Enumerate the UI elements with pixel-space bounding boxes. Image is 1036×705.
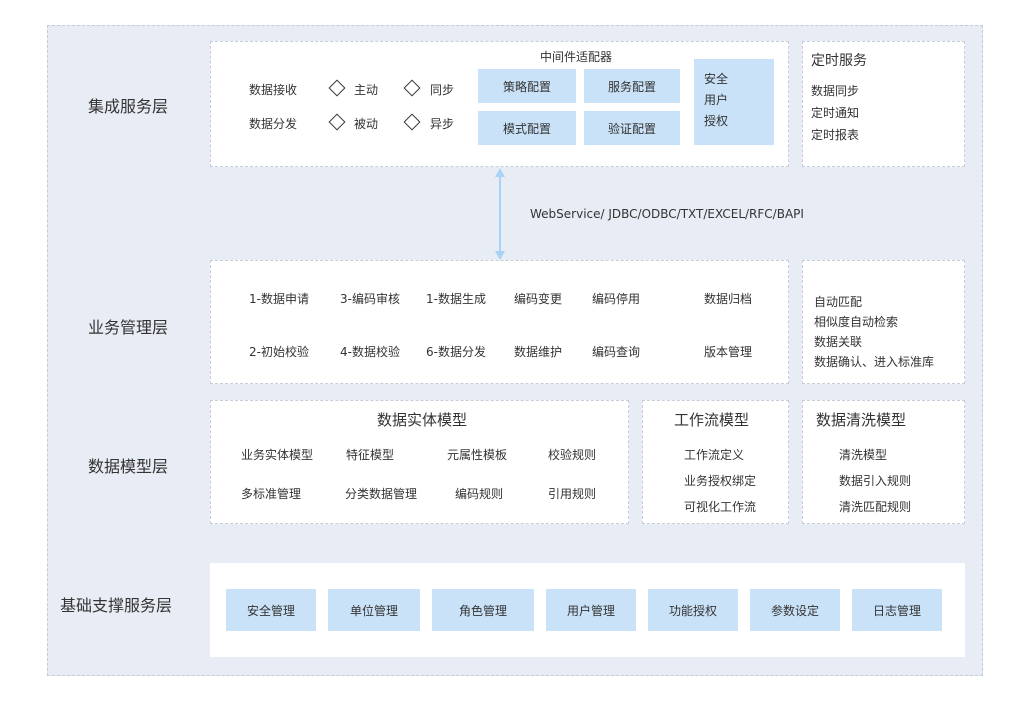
foundation-item: 安全管理	[226, 589, 316, 631]
async-label: 异步	[430, 117, 455, 131]
workflow-item: 可视化工作流	[684, 500, 757, 514]
timer-item: 定时通知	[811, 106, 860, 120]
entity-item: 特征模型	[346, 448, 395, 462]
business-item: 数据维护	[514, 345, 563, 359]
cleansing-item: 清洗模型	[839, 448, 888, 462]
timer-service-panel	[802, 41, 965, 167]
policy-config-box: 策略配置	[478, 69, 576, 103]
workflow-model-panel	[642, 400, 789, 524]
entity-item: 分类数据管理	[345, 487, 418, 501]
timer-service-title: 定时服务	[811, 53, 867, 69]
entity-item: 编码规则	[455, 487, 504, 501]
entity-item: 元属性模板	[447, 448, 508, 462]
entity-item: 校验规则	[548, 448, 597, 462]
foundation-item: 日志管理	[852, 589, 942, 631]
data-matching-panel	[802, 260, 965, 384]
entity-model-title: 数据实体模型	[377, 411, 468, 429]
cleansing-item: 清洗匹配规则	[839, 500, 912, 514]
matching-item: 数据确认、进入标准库	[814, 355, 935, 369]
foundation-item: 功能授权	[648, 589, 738, 631]
passive-label: 被动	[354, 117, 379, 131]
entity-item: 多标准管理	[241, 487, 302, 501]
foundation-item: 角色管理	[432, 589, 534, 631]
security-box: 安全 用户 授权	[694, 59, 774, 145]
protocol-label: WebService/ JDBC/ODBC/TXT/EXCEL/RFC/BAPI	[530, 207, 804, 221]
business-item: 编码查询	[592, 345, 641, 359]
layer-label-business: 业务管理层	[88, 318, 169, 337]
business-item: 数据归档	[704, 292, 753, 306]
matching-item: 自动匹配	[814, 295, 863, 309]
timer-item: 定时报表	[811, 128, 860, 142]
data-distribute-label: 数据分发	[249, 117, 298, 131]
business-item: 3-编码审核	[340, 292, 400, 306]
data-cleansing-panel	[802, 400, 965, 524]
workflow-model-title: 工作流模型	[674, 411, 750, 429]
entity-item: 引用规则	[548, 487, 597, 501]
matching-item: 相似度自动检索	[814, 315, 899, 329]
business-process-panel	[210, 260, 789, 384]
business-item: 6-数据分发	[426, 345, 486, 359]
business-item: 版本管理	[704, 345, 753, 359]
foundation-item: 参数设定	[750, 589, 840, 631]
business-item: 编码停用	[592, 292, 641, 306]
verify-config-box: 验证配置	[584, 111, 680, 145]
entity-model-panel	[210, 400, 629, 524]
security-item: 授权	[704, 114, 729, 128]
entity-item: 业务实体模型	[241, 448, 314, 462]
mode-config-box: 模式配置	[478, 111, 576, 145]
business-item: 1-数据生成	[426, 292, 486, 306]
active-label: 主动	[354, 83, 379, 97]
cleansing-item: 数据引入规则	[839, 474, 912, 488]
workflow-item: 工作流定义	[684, 448, 745, 462]
security-item: 安全	[704, 72, 729, 86]
foundation-item: 用户管理	[546, 589, 636, 631]
workflow-item: 业务授权绑定	[684, 474, 757, 488]
middleware-adapter-panel	[210, 41, 789, 167]
business-item: 1-数据申请	[249, 292, 309, 306]
layer-label-integration: 集成服务层	[88, 97, 169, 116]
service-config-box: 服务配置	[584, 69, 680, 103]
middleware-title: 中间件适配器	[540, 50, 613, 64]
matching-item: 数据关联	[814, 335, 863, 349]
bidirectional-arrow-icon	[495, 168, 505, 260]
security-item: 用户	[704, 93, 729, 107]
data-receive-label: 数据接收	[249, 83, 298, 97]
business-item: 编码变更	[514, 292, 563, 306]
layer-label-foundation: 基础支撑服务层	[60, 596, 173, 615]
timer-item: 数据同步	[811, 84, 860, 98]
sync-label: 同步	[430, 83, 455, 97]
business-item: 2-初始校验	[249, 345, 309, 359]
foundation-item: 单位管理	[328, 589, 420, 631]
layer-label-data-model: 数据模型层	[88, 457, 169, 476]
business-item: 4-数据校验	[340, 345, 400, 359]
data-cleansing-title: 数据清洗模型	[816, 411, 907, 429]
